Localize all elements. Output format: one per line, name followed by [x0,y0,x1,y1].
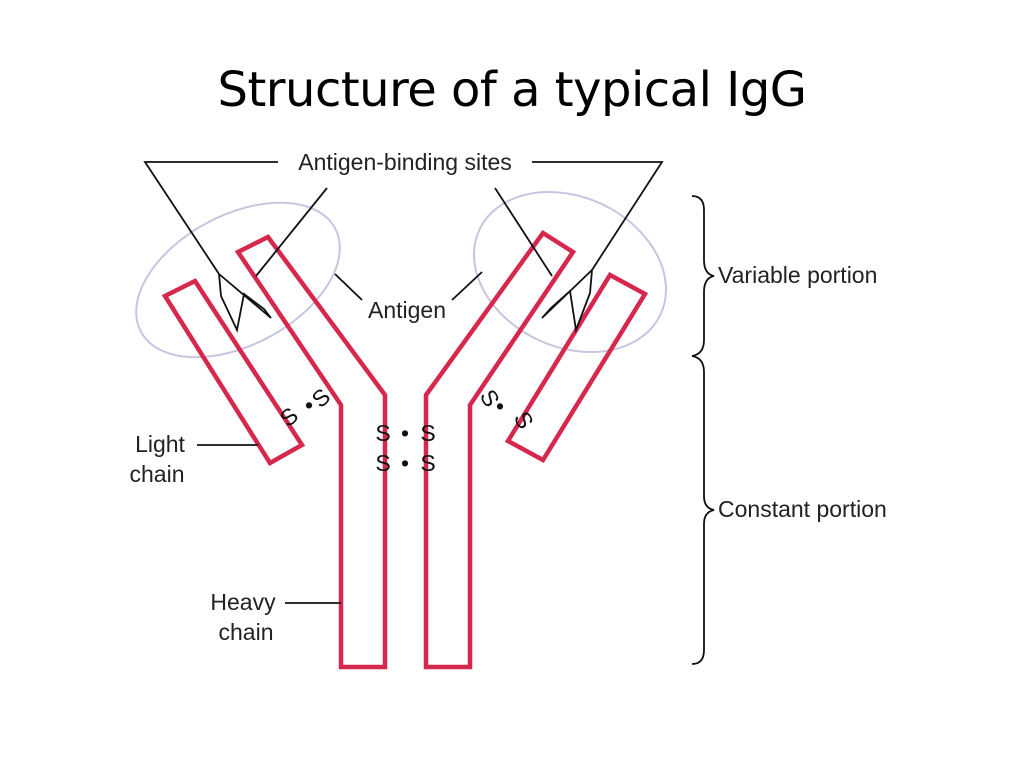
variable-portion-brace [691,195,715,357]
left-light-heavy-disulfide-bond: S • S [275,383,335,432]
right-light-heavy-disulfide-bond: S • S [475,385,539,433]
antigen-leader-lines [334,271,483,301]
svg-text:•: • [401,420,409,446]
right-antigen-binding-site-ellipse [472,190,668,354]
svg-text:S: S [420,420,435,446]
svg-text:•: • [496,393,504,419]
right-antigen [541,267,594,334]
hinge-disulfide-bond-lower: S • S [375,450,435,476]
right-light-chain [504,272,649,463]
svg-text:S: S [420,450,435,476]
svg-text:•: • [401,450,409,476]
heavy-chain-label-line1: Heavy [210,589,276,615]
antigen-label: Antigen [368,297,446,323]
left-light-chain [161,278,306,467]
left-heavy-chain [234,234,388,670]
antigen-binding-sites-leader-right [494,161,664,277]
slide-title: Structure of a typical IgG [217,62,808,118]
left-antigen [217,271,272,333]
antigen-binding-sites-label: Antigen-binding sites [298,149,512,175]
variable-portion-label: Variable portion [718,262,877,288]
heavy-chain-label-line2: chain [219,619,274,645]
constant-portion-label: Constant portion [718,496,887,522]
svg-text:•: • [305,392,313,418]
light-chain-label-line2: chain [130,461,185,487]
light-chain-label-line1: Light [135,431,185,457]
left-antigen-binding-site-ellipse [135,201,341,359]
right-heavy-chain [423,229,577,670]
constant-portion-brace [691,355,715,665]
svg-text:S: S [375,420,390,446]
antigen-binding-sites-leader-left [143,161,328,277]
svg-text:S: S [375,450,390,476]
hinge-disulfide-bond-upper: S • S [375,420,435,446]
